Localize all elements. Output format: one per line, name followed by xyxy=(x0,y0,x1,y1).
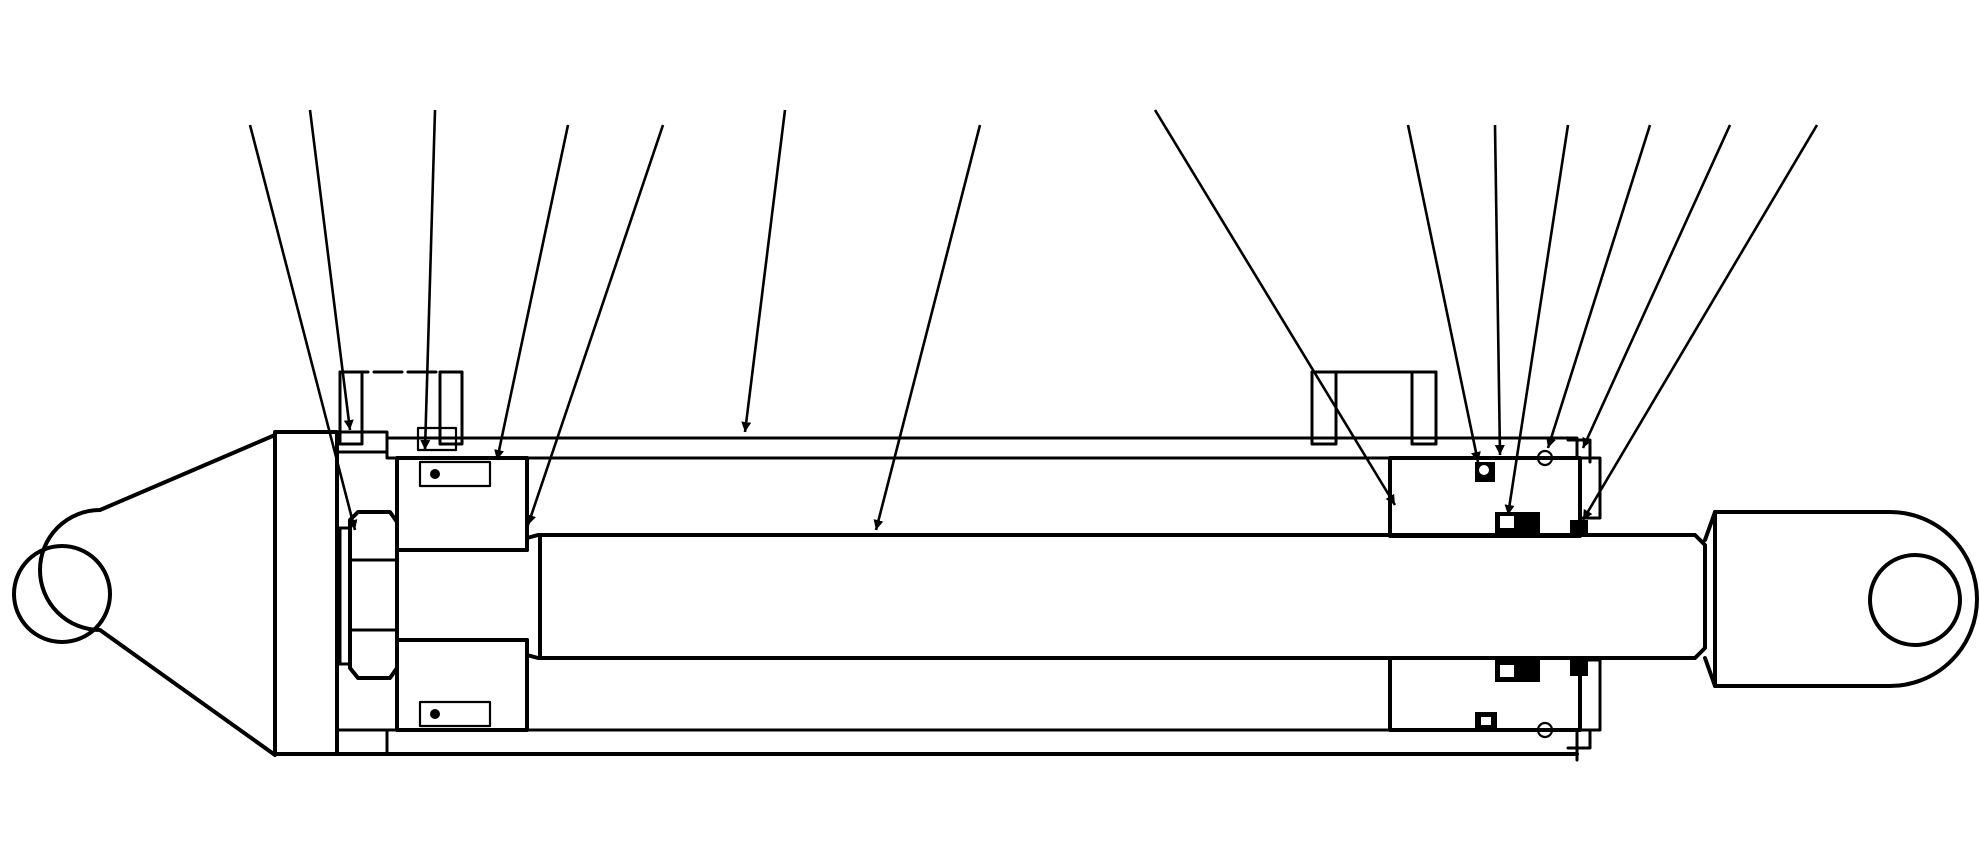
wiper-lower xyxy=(1570,660,1588,676)
front-port xyxy=(1310,370,1438,446)
retainer-ring-lower xyxy=(1536,721,1554,739)
leader-line-5 xyxy=(526,124,665,526)
wiper-upper xyxy=(1570,520,1588,536)
rear-end-cap xyxy=(273,430,389,756)
leader-line-13 xyxy=(1581,124,1732,449)
leader-line-3 xyxy=(420,109,437,451)
rod-end-mount xyxy=(1703,510,1979,688)
gland-cap-lower xyxy=(1566,728,1592,750)
leader-line-7 xyxy=(873,124,982,531)
end-cap-wall xyxy=(273,430,339,756)
front-port-left-wall xyxy=(1310,370,1338,446)
leader-line-10 xyxy=(1493,124,1505,456)
barrel-bottom-wall xyxy=(385,728,1579,756)
leader-line-11 xyxy=(1504,124,1570,516)
rear-clevis-mount xyxy=(12,433,277,757)
piston-seal-lower xyxy=(418,700,492,728)
leader-line-14 xyxy=(1581,124,1819,521)
leader-line-2 xyxy=(308,109,354,431)
callout-lines xyxy=(248,109,1819,531)
retainer-ring-upper xyxy=(1536,449,1554,467)
rear-port-right-wall xyxy=(438,370,464,446)
rear-port-seal xyxy=(416,426,458,452)
clevis-outline xyxy=(38,433,277,757)
piston-nut xyxy=(338,510,399,680)
leader-line-8 xyxy=(1153,109,1397,506)
rear-mount-eye xyxy=(12,544,112,644)
piston-seal-upper xyxy=(418,460,492,488)
leader-line-6 xyxy=(741,109,787,433)
piston-lower xyxy=(395,638,529,732)
piston-upper xyxy=(395,456,529,552)
end-cap-bottom-lip xyxy=(335,728,389,756)
rear-port xyxy=(338,370,464,452)
barrel-top-wall xyxy=(385,436,1579,460)
piston xyxy=(395,456,529,732)
front-gland xyxy=(1388,438,1602,750)
piston-rod xyxy=(395,533,1707,660)
front-port-right-wall xyxy=(1410,370,1438,446)
leader-line-4 xyxy=(494,124,570,461)
rod-end-eye xyxy=(1868,553,1962,647)
leader-line-1 xyxy=(248,124,358,531)
leader-line-9 xyxy=(1406,124,1481,463)
nut-washer xyxy=(338,526,352,666)
cylinder-barrel xyxy=(335,436,1579,762)
leader-line-12 xyxy=(1546,124,1652,449)
